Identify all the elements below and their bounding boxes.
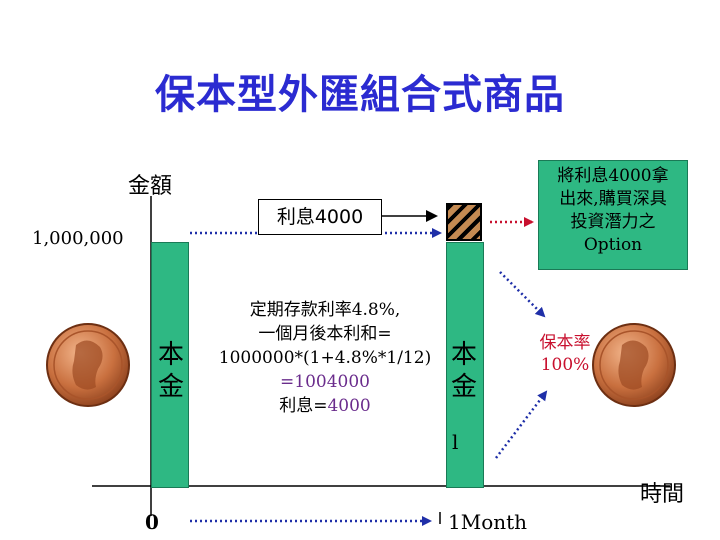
principal-label-left-1: 本	[157, 340, 184, 370]
calc-line-5-prefix: 利息=	[279, 396, 328, 416]
principal-label-left-2: 金	[157, 372, 184, 402]
rate-line-2: 100%	[540, 355, 590, 375]
y-axis-label: 金額	[128, 174, 173, 199]
calc-line-1: 定期存款利率4.8%,	[249, 300, 401, 320]
coin-icon	[46, 323, 130, 407]
diag-arrow-up	[495, 390, 548, 459]
interest-box: 利息4000	[258, 199, 382, 235]
page-title: 保本型外匯組合式商品	[155, 72, 565, 118]
principal-bar-end	[446, 242, 484, 488]
rate-line-1: 保本率	[539, 333, 591, 353]
principal-label-right-1: 本	[450, 340, 477, 370]
x-axis-end-label: 1Month	[448, 510, 528, 534]
calc-line-2: 一個月後本利和=	[258, 324, 392, 344]
calc-line-5: 利息=4000	[210, 394, 440, 418]
principal-label-right-2: 金	[450, 372, 477, 402]
calc-line-4: =1004000	[280, 372, 370, 392]
x-axis-label: 時間	[640, 482, 685, 507]
coin-icon	[592, 323, 676, 407]
note-line-3: 投資潛力之	[570, 212, 656, 232]
diag-arrow-down	[499, 271, 546, 318]
note-line-1: 將利息4000拿	[557, 166, 669, 186]
note-line-2: 出來,購買深具	[559, 189, 667, 209]
y-axis-value: 1,000,000	[32, 228, 124, 249]
calculation-text: 定期存款利率4.8%, 一個月後本利和= 1000000*(1+4.8%*1/1…	[210, 298, 440, 418]
x-axis-origin: 0	[145, 510, 159, 534]
note-line-4: Option	[583, 235, 643, 255]
option-note-box: 將利息4000拿 出來,購買深具 投資潛力之 Option	[538, 160, 688, 270]
capital-protection-rate: 保本率 100%	[532, 332, 598, 376]
time-tick-mark: l	[452, 430, 459, 454]
calc-line-5-value: 4000	[327, 396, 371, 416]
interest-hatched-block	[446, 203, 482, 241]
principal-bar-start	[151, 242, 189, 488]
calc-line-3: 1000000*(1+4.8%*1/12)	[218, 348, 432, 368]
